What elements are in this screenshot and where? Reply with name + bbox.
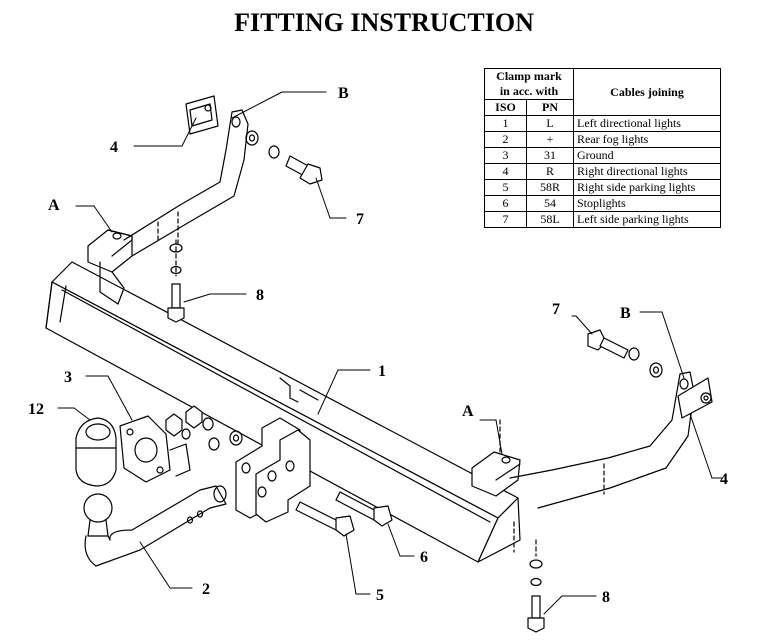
- label-7-right: 7: [552, 301, 560, 318]
- cable-cell: Stoplights: [573, 195, 721, 212]
- pn-cell: 31: [526, 147, 574, 164]
- clamp-mark-header: Clamp mark in acc. with: [484, 68, 574, 100]
- left-mounting-plate: [185, 95, 219, 135]
- callout-labels: A B 4 7 8 1 3 12 2 5 6 A B 7 4 8: [28, 85, 728, 606]
- cable-cell: Right side parking lights: [573, 179, 721, 196]
- label-b-left: B: [338, 85, 349, 102]
- iso-cell: 7: [484, 211, 527, 228]
- label-6: 6: [420, 549, 428, 566]
- cable-cell: Right directional lights: [573, 163, 721, 180]
- cable-cell: Ground: [573, 147, 721, 164]
- label-4-left: 4: [110, 139, 118, 156]
- clamp-mark-header-text: Clamp mark in acc. with: [496, 69, 562, 98]
- label-1: 1: [378, 363, 386, 380]
- label-5: 5: [376, 587, 384, 604]
- pn-cell: 54: [526, 195, 574, 212]
- table-row: 4 R Right directional lights: [484, 163, 721, 180]
- label-8-left: 8: [256, 287, 264, 304]
- left-vertical-bolt: [167, 243, 185, 323]
- table-row: 6 54 Stoplights: [484, 195, 721, 212]
- cable-joining-table: Clamp mark in acc. with Cables joining I…: [484, 68, 721, 228]
- label-3: 3: [64, 369, 72, 386]
- pn-cell: 58L: [526, 211, 574, 228]
- table-header-row: Clamp mark in acc. with Cables joining: [484, 68, 721, 116]
- label-12: 12: [28, 401, 44, 418]
- right-bolt-assembly: [587, 329, 663, 378]
- tow-ball-arm-part-2: [83, 485, 227, 567]
- label-4-right: 4: [720, 471, 728, 488]
- label-2: 2: [202, 581, 210, 598]
- ball-cover-part-12: [75, 417, 117, 487]
- right-mounting-plate: [677, 377, 713, 419]
- centre-nuts-washers: [165, 405, 243, 451]
- pn-header: PN: [526, 99, 574, 116]
- table-row: 7 58L Left side parking lights: [484, 211, 721, 228]
- page-title: FITTING INSTRUCTION: [234, 8, 534, 37]
- left-side-bracket: [87, 109, 249, 305]
- label-8-right: 8: [602, 589, 610, 606]
- cables-joining-header: Cables joining: [573, 68, 721, 116]
- label-7-left: 7: [356, 211, 364, 228]
- label-b-right: B: [620, 305, 631, 322]
- right-vertical-bolt: [513, 521, 545, 633]
- cable-cell: Left side parking lights: [573, 211, 721, 228]
- ball-mount-brackets: [235, 377, 319, 523]
- label-a-right: A: [462, 403, 474, 420]
- table-row: 3 31 Ground: [484, 147, 721, 164]
- centre-bolts: [295, 491, 393, 537]
- right-side-bracket: [471, 371, 695, 509]
- label-a-left: A: [48, 197, 60, 214]
- left-bolt-assembly: [245, 130, 323, 185]
- leader-lines: [57, 91, 723, 615]
- socket-plate-part-3: [119, 415, 191, 483]
- crossbar-part-1: [45, 261, 521, 563]
